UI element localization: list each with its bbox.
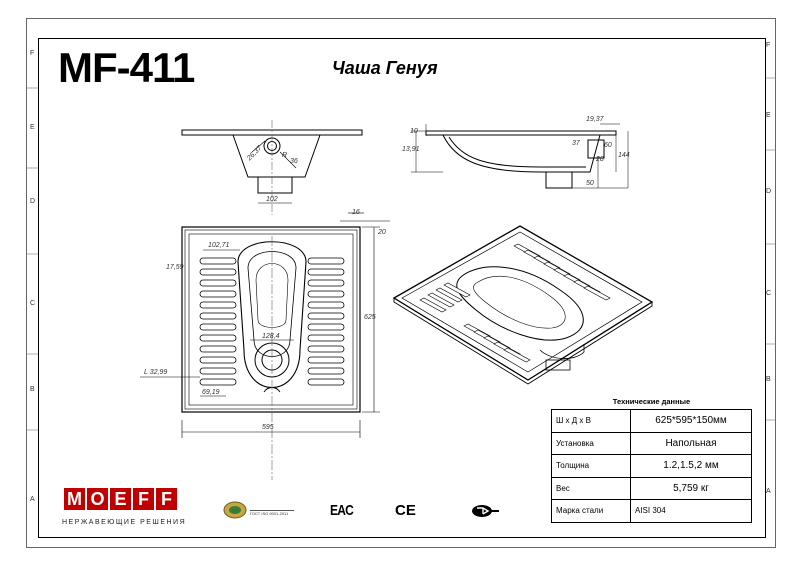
zone-right-a: A xyxy=(766,488,771,495)
top-view-slots-right xyxy=(307,257,345,386)
zone-left-d: D xyxy=(30,198,36,205)
ce-mark: CE xyxy=(395,502,416,519)
iso-certificate: ГОСТ ISO 9001-2011 xyxy=(222,500,294,520)
product-title: Чаша Генуя xyxy=(332,58,438,78)
brand-logo: M O E F F xyxy=(64,488,179,510)
spec-key: Вес xyxy=(551,476,631,500)
dim-top-625: 625 xyxy=(364,314,376,321)
drawing-frame xyxy=(38,38,766,538)
zone-left-b: B xyxy=(30,386,35,393)
spec-header: Технические данные xyxy=(612,396,691,406)
zone-right-b: B xyxy=(766,376,771,383)
dim-side-50: 50 xyxy=(586,180,594,187)
outer-frame xyxy=(26,18,776,548)
iso-seal-icon xyxy=(223,501,247,519)
top-view xyxy=(140,212,390,480)
side-view xyxy=(411,123,629,189)
dim-side-13: 13,91 xyxy=(402,146,420,153)
dim-side-10: 10 xyxy=(410,128,418,135)
iso-view xyxy=(392,225,654,385)
zone-right-f: F xyxy=(766,42,771,49)
dim-top-69: 69,19 xyxy=(202,389,220,396)
dim-side-60: 60 xyxy=(604,142,612,149)
eac-mark: EAC xyxy=(330,502,354,519)
spec-value: Напольная xyxy=(630,431,752,455)
spec-value: 625*595*150мм xyxy=(630,409,752,433)
dim-top-128: 128,4 xyxy=(262,333,280,340)
dim-top-595: 595 xyxy=(262,424,274,431)
zone-left-c: C xyxy=(30,300,36,307)
dim-side-28: 28 xyxy=(596,156,604,163)
logo-letter: F xyxy=(156,488,177,510)
dim-side-19: 19,37 xyxy=(586,116,604,123)
dim-side-37: 37 xyxy=(572,140,580,147)
zone-right-d: D xyxy=(766,188,772,195)
model-number: MF-411 xyxy=(58,44,195,91)
dim-side-144: 144 xyxy=(618,152,630,159)
dim-top-17: 17,59 xyxy=(166,264,184,271)
gost-r-icon xyxy=(472,505,499,517)
dim-top-20: 20 xyxy=(378,229,386,236)
dim-top-102: 102,71 xyxy=(208,242,230,249)
dim-top-16: 16 xyxy=(352,209,360,216)
logo-letter: E xyxy=(110,488,131,510)
logo-letter: F xyxy=(133,488,154,510)
dim-front-base: 102 xyxy=(266,196,278,203)
top-view-slots-left xyxy=(199,257,237,386)
zone-left-a: A xyxy=(30,496,35,503)
spec-key: Установка xyxy=(551,431,631,455)
spec-key: Марка стали xyxy=(551,499,631,523)
iso-standard: ГОСТ ISO 9001-2011 xyxy=(250,510,289,516)
dim-front-d3: 36 xyxy=(290,158,298,165)
spec-value: 5,759 кг xyxy=(630,476,752,500)
zone-right-c: C xyxy=(766,290,772,297)
logo-letter: M xyxy=(64,488,85,510)
zone-right-e: E xyxy=(766,112,771,119)
zone-left-f: F xyxy=(30,50,35,57)
spec-value: AISI 304 xyxy=(630,499,752,523)
spec-key: Ш х Д х В xyxy=(551,409,631,433)
zone-left-e: E xyxy=(30,124,35,131)
spec-key: Толщина xyxy=(551,454,631,478)
dim-front-d2: R xyxy=(282,152,288,159)
dim-top-32: L 32,99 xyxy=(144,369,168,376)
brand-tagline: НЕРЖАВЕЮЩИЕ РЕШЕНИЯ xyxy=(62,519,187,526)
iso-view-slots-rows xyxy=(419,243,611,363)
logo-letter: O xyxy=(87,488,108,510)
front-view xyxy=(181,120,363,215)
spec-value: 1.2,1.5,2 мм xyxy=(630,454,752,478)
